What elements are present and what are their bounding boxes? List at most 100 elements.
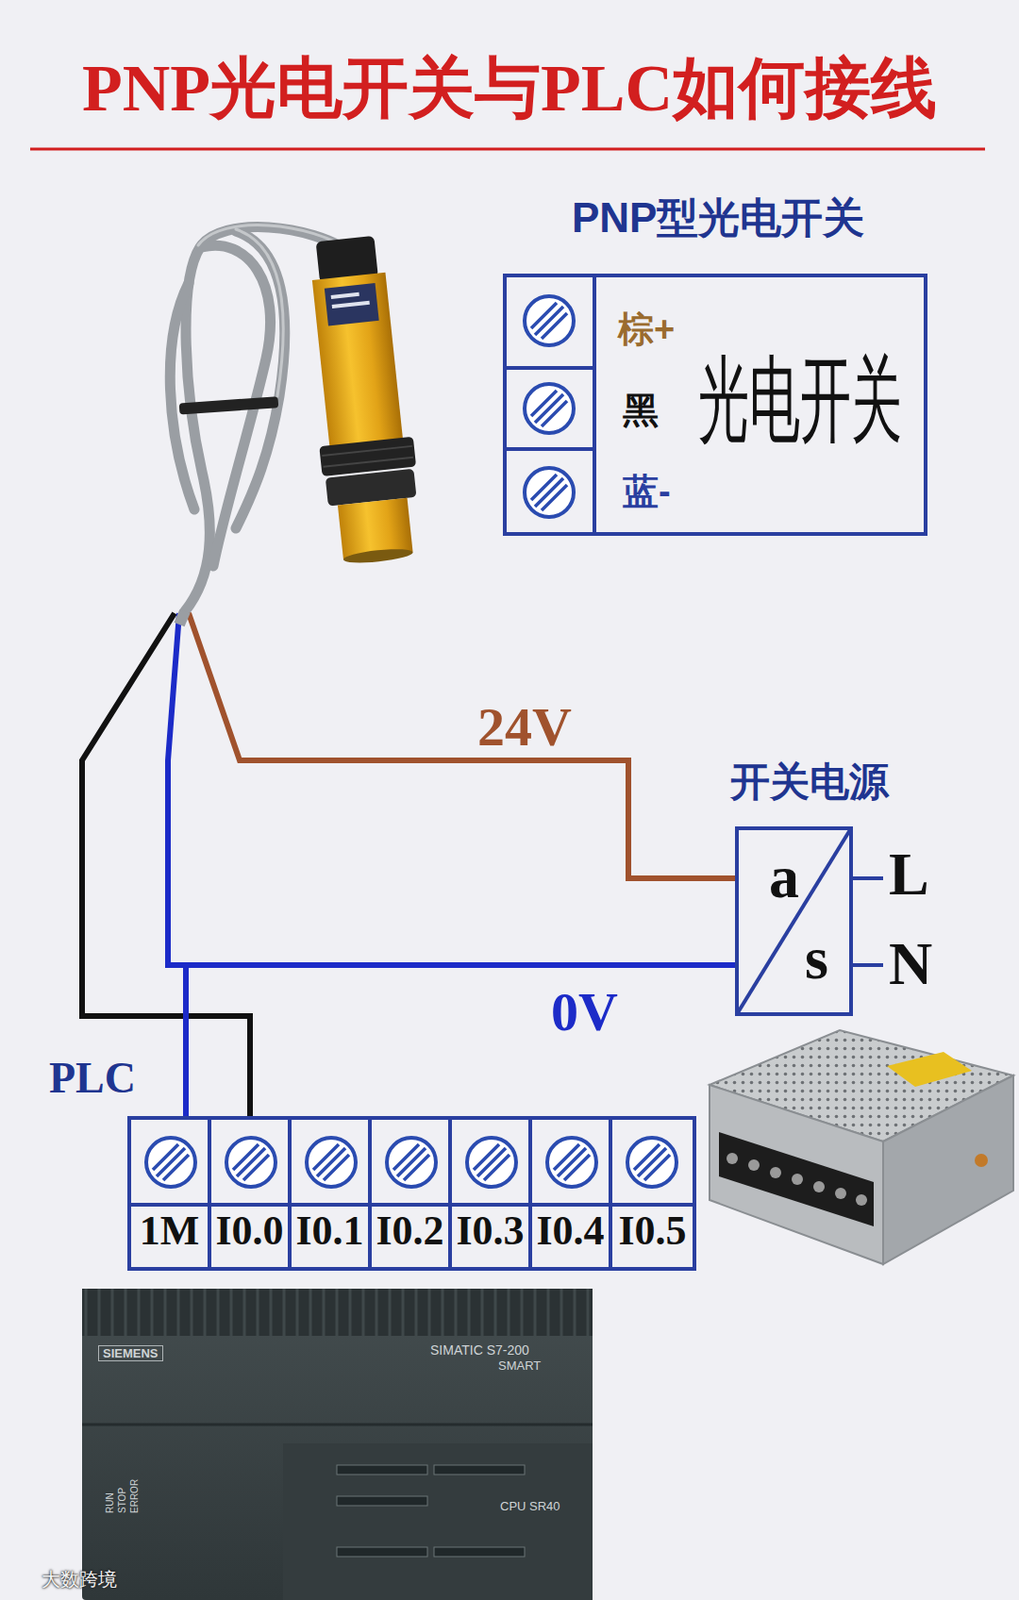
terminal-screw [306, 1137, 356, 1187]
model-text: CPU SR40 [500, 1500, 561, 1513]
plc-photo [82, 1288, 593, 1600]
terminal-name: L [888, 844, 930, 905]
wire-color: 黑 [622, 392, 659, 429]
plc-terminal: I0.5 [612, 1119, 693, 1268]
power-supply-photo [883, 1075, 1014, 1265]
terminal-screw [386, 1137, 436, 1187]
plc-terminal: I0.1 [291, 1119, 372, 1268]
power-supply-photo [886, 1052, 972, 1087]
wire-connector [185, 965, 736, 1120]
sensor-wires [179, 611, 185, 625]
wire-color: 蓝- [622, 473, 671, 510]
watermark: 大数跨境 [41, 1570, 117, 1589]
power-supply-box: 开关电源as [735, 826, 853, 1017]
plc-photo [434, 1547, 525, 1557]
power-supply-photo [835, 1187, 847, 1200]
sensor-wires [167, 613, 185, 966]
power-heading: 开关电源 [730, 760, 889, 804]
sensor-wires [188, 613, 736, 879]
terminal-screw [524, 384, 574, 434]
terminal-name: I0.1 [295, 1210, 364, 1253]
plc-photo [82, 1288, 593, 1337]
power-supply-photo [709, 1085, 884, 1265]
terminal-screw [627, 1137, 677, 1187]
terminal-screw [146, 1137, 196, 1187]
ac-symbol: a [768, 847, 800, 908]
sensor-name: 光电开关 [698, 351, 903, 447]
power-symbol [736, 828, 852, 1015]
plc-photo [434, 1465, 525, 1475]
title-underline [30, 148, 986, 151]
terminal-screw [467, 1137, 517, 1187]
sensor-cable [179, 396, 280, 415]
plc-terminal: I0.4 [532, 1119, 613, 1268]
power-supply-photo [726, 1152, 868, 1206]
voltage-label: 24V [477, 700, 572, 755]
sensor-cable [235, 229, 284, 397]
photoelectric-sensor [331, 292, 360, 300]
terminal-screw [146, 296, 677, 1187]
terminal-name: N [888, 934, 933, 995]
terminal-grid [592, 273, 597, 536]
power-supply-photo [813, 1181, 825, 1193]
power-supply-photo [791, 1173, 803, 1186]
sensor-terminal-box: PNP型光电开关光电开关 [502, 273, 928, 536]
status-led-text: ERROR [130, 1479, 140, 1514]
photoelectric-sensor [324, 283, 380, 326]
sensor-cable [169, 283, 195, 510]
plc-heading: PLC [49, 1054, 136, 1103]
plc-photo [336, 1465, 428, 1475]
photoelectric-sensor [323, 457, 414, 468]
power-supply-photo [769, 1167, 782, 1179]
plc-photo [336, 1547, 428, 1557]
plc-photo [336, 1496, 428, 1506]
plc-terminal: I0.3 [451, 1119, 533, 1268]
terminal-name: I0.4 [535, 1210, 604, 1253]
terminal-name: I0.3 [455, 1210, 524, 1253]
sensor-heading: PNP型光电开关 [571, 195, 865, 241]
power-supply-photo [718, 1132, 874, 1227]
model-text: SIMATIC S7-200 [430, 1343, 530, 1357]
plc-terminal: I0.0 [211, 1119, 292, 1268]
photoelectric-sensor [342, 546, 414, 566]
title-underline [30, 149, 986, 151]
terminal-screw [524, 467, 574, 518]
power-symbol [736, 828, 884, 1015]
terminal-name: I0.5 [618, 1210, 686, 1253]
plc-terminal: I0.2 [371, 1119, 452, 1268]
terminal-screw [226, 1137, 276, 1187]
terminal-grid [127, 273, 697, 1205]
photoelectric-sensor [321, 446, 412, 456]
terminal-grid [502, 447, 595, 452]
power-supply-photo [709, 1030, 1014, 1265]
power-supply-photo [726, 1152, 738, 1165]
voltage-label: 0V [551, 985, 619, 1040]
status-led-text: STOP [117, 1487, 128, 1514]
power-symbol [852, 876, 884, 881]
power-symbol [852, 963, 884, 968]
terminal-screw [524, 296, 574, 346]
plc-photo [283, 1443, 593, 1600]
photoelectric-sensor [332, 300, 370, 309]
plc-terminal: 1M [131, 1119, 212, 1268]
model-text: SMART [498, 1359, 541, 1372]
terminal-name: I0.0 [215, 1210, 284, 1253]
power-supply-photo [855, 1194, 868, 1206]
sensor-wires [82, 613, 251, 1117]
plc-photo [82, 1423, 593, 1427]
terminal-name: 1M [139, 1210, 201, 1253]
photoelectric-sensor [312, 272, 403, 450]
brand-logo: SIEMENS [98, 1345, 164, 1362]
status-led-text: RUN [105, 1492, 116, 1514]
photoelectric-sensor [298, 233, 426, 568]
sensor-wires [82, 611, 736, 1117]
terminal-grid [502, 366, 595, 370]
plc-terminal-strip: PLC1MI0.0I0.1I0.2I0.3I0.4I0.5 [127, 1116, 697, 1271]
title-text: PNP光电开关与PLC如何接线 [82, 49, 937, 129]
power-supply-photo [748, 1159, 760, 1171]
wire-color: 棕+ [618, 311, 675, 348]
terminal-screw [547, 1137, 597, 1187]
power-supply-photo [974, 1153, 988, 1168]
plc-photo [82, 1288, 593, 1600]
